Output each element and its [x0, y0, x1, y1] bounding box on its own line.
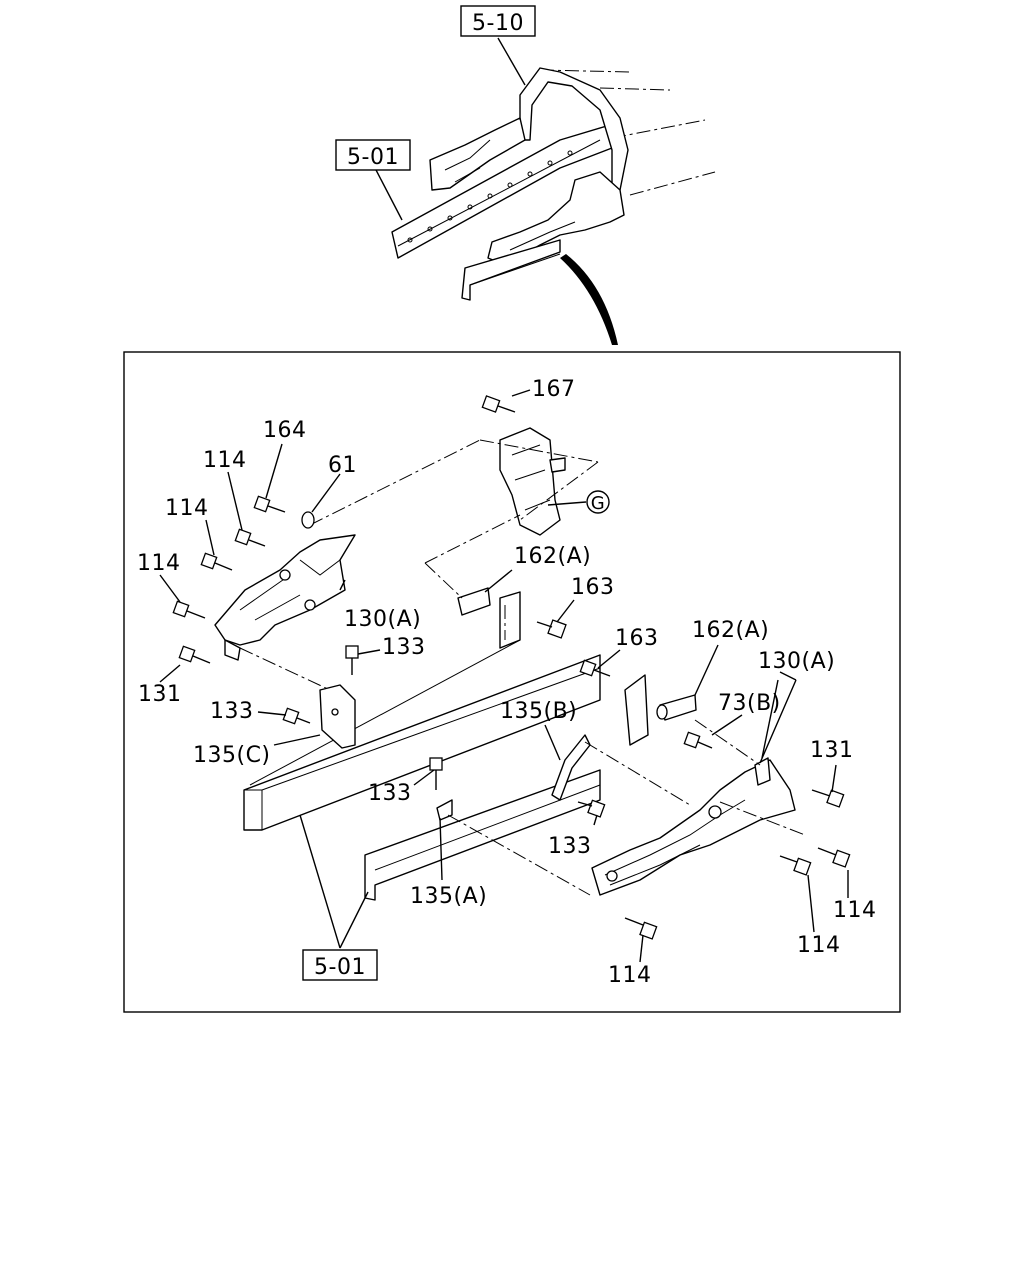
callout-135c: 135(C)	[193, 743, 271, 768]
callout-131-right: 131	[810, 738, 854, 763]
callout-167: 167	[532, 377, 576, 402]
bolt-icon	[579, 659, 611, 677]
callout-135a: 135(A)	[410, 884, 487, 909]
callout-133-b: 133	[210, 699, 254, 724]
callout-162a-mid: 162(A)	[514, 544, 591, 569]
callout-163-b: 163	[615, 626, 659, 651]
callout-133-d: 133	[548, 834, 592, 859]
bolt-icon	[779, 855, 812, 876]
zoom-arrow	[560, 254, 618, 345]
callout-162a-right: 162(A)	[692, 618, 769, 643]
ref-5-10-label: 5-10	[472, 11, 524, 36]
bolt-icon	[817, 847, 851, 868]
bolt-icon	[481, 395, 516, 413]
callout-131-left: 131	[138, 682, 182, 707]
bracket-135a	[436, 799, 453, 821]
ref-5-01-top-label: 5-01	[347, 145, 399, 170]
bolt-icon	[577, 799, 606, 818]
bolt-icon	[178, 645, 211, 664]
bolt-icon	[253, 495, 286, 513]
bracket-130a-left	[214, 534, 356, 646]
callout-73b: 73(B)	[718, 691, 781, 716]
callout-164: 164	[263, 418, 307, 443]
callout-61: 61	[328, 453, 357, 478]
callout-114-c: 114	[137, 551, 181, 576]
washer-icon	[656, 704, 668, 720]
callout-114-f: 114	[608, 963, 652, 988]
bracket-135c	[319, 684, 356, 749]
overview-illustration	[374, 37, 716, 345]
callout-135b: 135(B)	[500, 699, 577, 724]
bolt-icon	[811, 789, 845, 808]
bolt-icon	[345, 645, 359, 675]
ref-box-5-01-bottom	[302, 949, 378, 981]
g-marker	[586, 490, 610, 514]
washer-icon	[301, 511, 315, 529]
bolt-icon	[234, 528, 266, 547]
bolt-icon	[536, 619, 567, 639]
ref-box-5-01-top	[335, 139, 411, 171]
callout-114-e: 114	[797, 933, 841, 958]
g-marker-label: G	[591, 493, 605, 514]
bolt-icon	[429, 757, 443, 790]
bolt-icon	[282, 707, 311, 725]
callout-114-d: 114	[833, 898, 877, 923]
bolt-icon	[172, 600, 206, 619]
bolt-icon	[200, 552, 233, 571]
callout-114-a: 114	[203, 448, 247, 473]
bolt-icon	[624, 917, 658, 940]
bolt-icon	[683, 731, 713, 749]
detail-frame	[123, 351, 901, 1013]
callout-130a-right: 130(A)	[758, 649, 835, 674]
callout-163-a: 163	[571, 575, 615, 600]
callout-114-b: 114	[165, 496, 209, 521]
bracket-g	[499, 427, 561, 536]
bracket-162a-mid	[457, 587, 491, 616]
callout-130a-left: 130(A)	[344, 607, 421, 632]
bracket-130a-right	[591, 759, 796, 896]
callout-133-c: 133	[368, 781, 412, 806]
detail-illustration	[159, 389, 851, 963]
ref-box-5-10	[460, 5, 536, 37]
callout-133-a: 133	[382, 635, 426, 660]
ref-5-01-bottom-label: 5-01	[314, 955, 366, 980]
